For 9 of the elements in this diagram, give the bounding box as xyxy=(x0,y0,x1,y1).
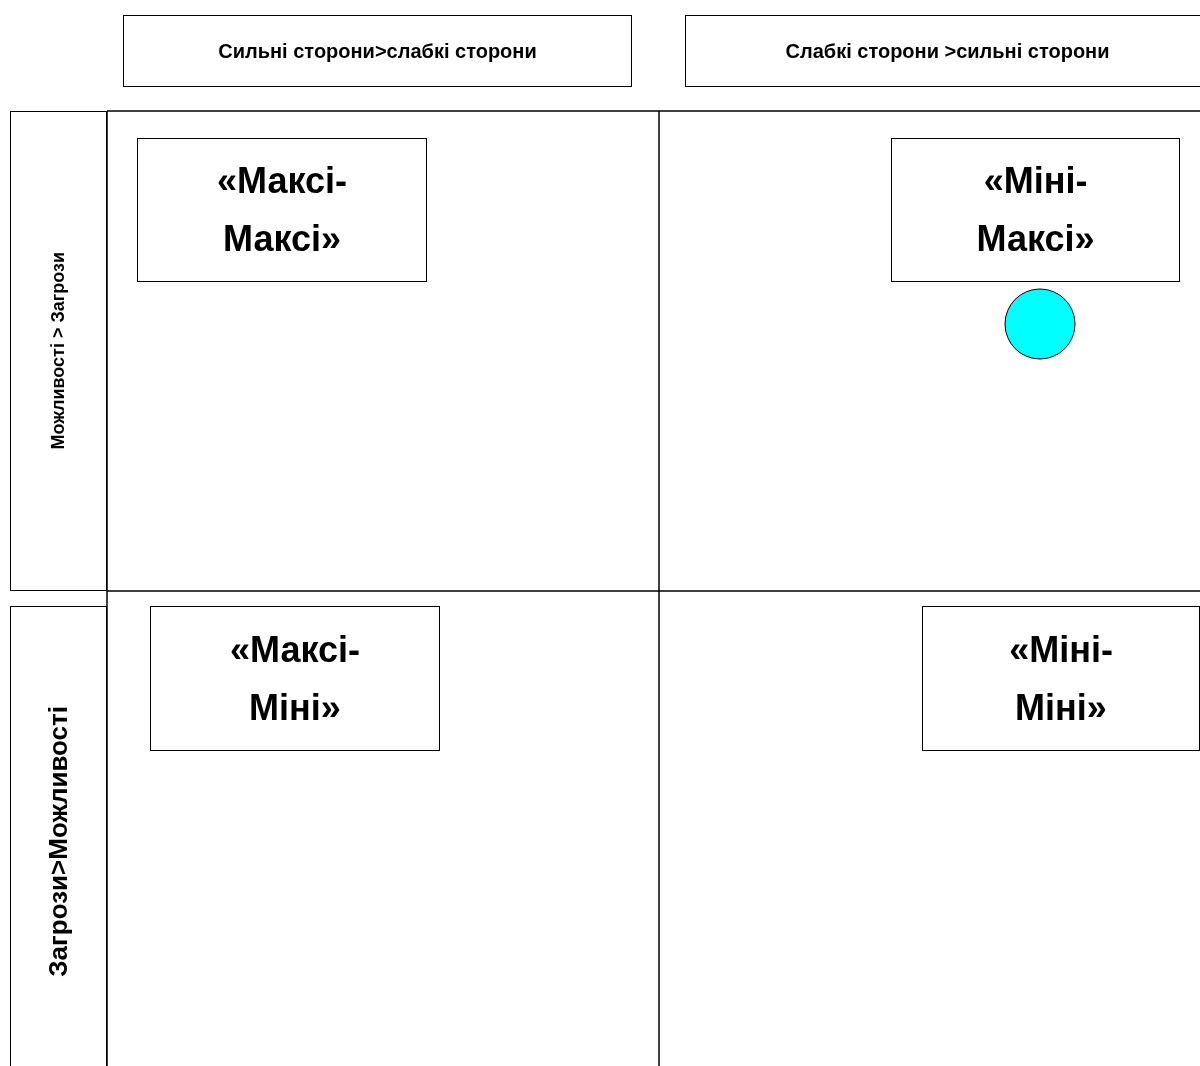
row-header: Загрози>Можливості xyxy=(10,606,107,1066)
strategy-box: «Міні- Міні» xyxy=(922,606,1200,751)
column-header: Слабкі сторони >сильні сторони xyxy=(685,15,1200,87)
strategy-box: «Максі- Міні» xyxy=(150,606,440,751)
column-header: Сильні сторони>слабкі сторони xyxy=(123,15,632,87)
strategy-box: «Міні- Максі» xyxy=(891,138,1180,282)
circle-marker xyxy=(1004,288,1076,360)
row-header: Можливості > Загрози xyxy=(10,111,107,591)
strategy-box: «Максі- Максі» xyxy=(137,138,427,282)
